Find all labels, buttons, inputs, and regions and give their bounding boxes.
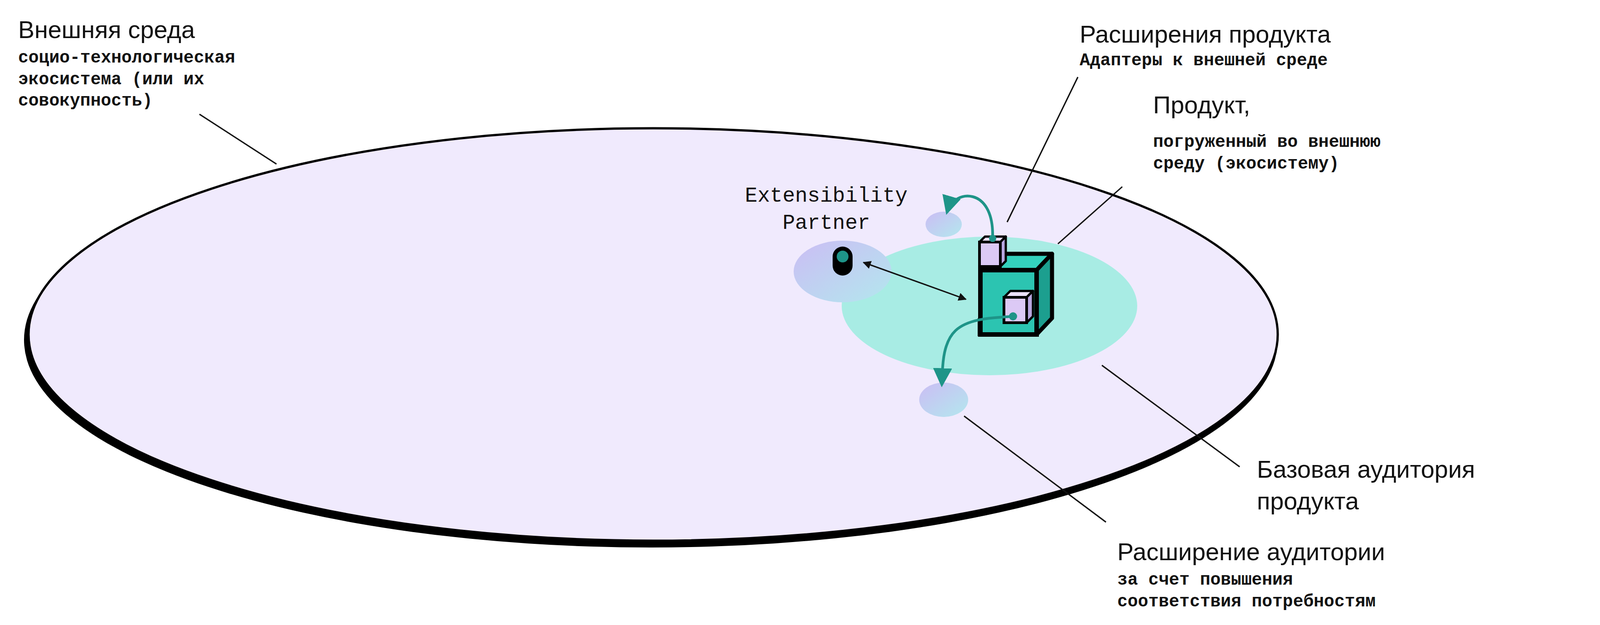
leader-lines: [199, 77, 1240, 523]
lower-extension-cube: [1003, 297, 1027, 323]
node-subtitle: погруженный во внешнюю среду (экосистему…: [1153, 131, 1391, 175]
cube-face: [1036, 253, 1053, 335]
partner-ellipse: Extensibility Partner: [793, 240, 892, 303]
node-title: Расширения продукта: [1079, 18, 1331, 50]
node-title: Внешняя среда: [18, 13, 195, 46]
cube-front: [980, 270, 1037, 335]
extension-arrow: [947, 196, 993, 237]
node-subtitle: Адаптеры к внешней среде: [1079, 49, 1328, 72]
node-title: Продукт,: [1153, 88, 1251, 121]
product-cube: Продукт,погруженный во внешнюю среду (эк…: [977, 250, 1055, 337]
small-audience-ellipse: [925, 211, 962, 238]
extension-cube-outline: [977, 234, 1009, 268]
expansion-fill: [919, 382, 969, 417]
environment-ellipse: Внешняя средасоцио-технологическая экоси…: [25, 125, 1281, 544]
audience-expansion-ellipse: Расширение аудиторииза счет повышения со…: [919, 382, 969, 417]
extension-cube: Расширения продуктаАдаптеры к внешней ср…: [977, 234, 1009, 268]
partner-fill: [793, 240, 892, 303]
node-title: Расширение аудитории: [1117, 535, 1386, 568]
partner-symbol: [832, 246, 853, 276]
partner-ellipse-outline: [793, 240, 892, 303]
node-title: Базовая аудитория продукта: [1256, 453, 1529, 517]
node-title: Extensibility Partner: [738, 183, 914, 238]
node-subtitle: социо-технологическая экосистема (или их…: [18, 47, 251, 112]
environment-fill: [28, 128, 1278, 541]
node-subtitle: за счет повышения соответствия потребнос…: [1117, 569, 1387, 613]
cube-front: [979, 242, 1001, 267]
audience-expansion-ellipse-outline: [919, 382, 969, 417]
